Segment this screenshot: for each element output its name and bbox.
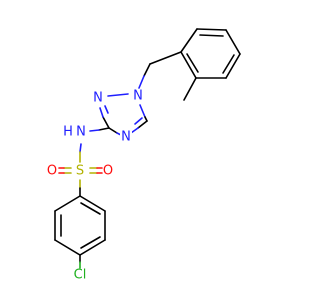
molecule-structure: N N N H N S O O Cl: [47, 28, 241, 283]
atom-n4: N: [121, 130, 131, 145]
bond-ring-b-3-inner: [80, 236, 101, 249]
atom-n1: N: [133, 89, 143, 104]
bond-n4-c3-a: [108, 127, 118, 134]
atom-n4-bg: [120, 130, 132, 144]
atom-o2: O: [103, 164, 113, 179]
bond-ring-b-3: [79, 239, 106, 256]
bond-ring-a-2-inner: [199, 34, 224, 37]
atom-n2: N: [93, 91, 103, 106]
bond-ring-a-6: [180, 51, 197, 79]
bond-ring-a-6-inner: [186, 53, 199, 73]
bond-methyl: [183, 77, 197, 101]
atom-nh-n: N: [76, 125, 86, 140]
bonds: [54, 28, 241, 269]
atom-n2-bg: [92, 91, 104, 105]
bond-ring-b-4: [54, 239, 81, 256]
atom-o1: O: [47, 164, 57, 179]
bond-c5-n4-inner: [134, 117, 143, 125]
bond-ring-a-3: [225, 29, 241, 55]
bond-ch2-n1-a: [143, 63, 151, 77]
bond-c5-n4-a: [137, 120, 148, 129]
bond-c3-nh-a: [98, 127, 110, 131]
bond-ring-a-2: [196, 28, 227, 31]
bond-ch2-ring: [149, 51, 182, 65]
bond-ring-a-4: [225, 53, 241, 79]
bond-c5-n4-b: [130, 127, 139, 134]
atom-cl: Cl: [74, 268, 87, 283]
bond-ring-b-1: [79, 195, 106, 212]
bond-c3-nh-b: [89, 129, 100, 132]
bond-n1-c5-a: [139, 104, 146, 118]
bond-ring-a-1: [180, 28, 198, 53]
bond-c3-n2-a: [102, 116, 110, 129]
atom-n1-bg: [132, 89, 144, 103]
bond-ring-b-6: [54, 195, 81, 212]
bond-c3-n2-inner: [104, 105, 109, 114]
atom-s: S: [76, 164, 84, 179]
bond-ring-b-1-inner: [80, 202, 101, 215]
bond-ring-a-4-inner: [222, 54, 235, 74]
bond-c3-n2-b: [99, 107, 104, 118]
bond-n1-n2: [107, 93, 129, 97]
bond-ch2-n1-b: [138, 75, 145, 89]
bond-nh-s-a: [79, 143, 82, 153]
atom-labels: N N N H N S O O Cl: [47, 89, 144, 283]
atom-nh-h: H: [63, 125, 73, 140]
